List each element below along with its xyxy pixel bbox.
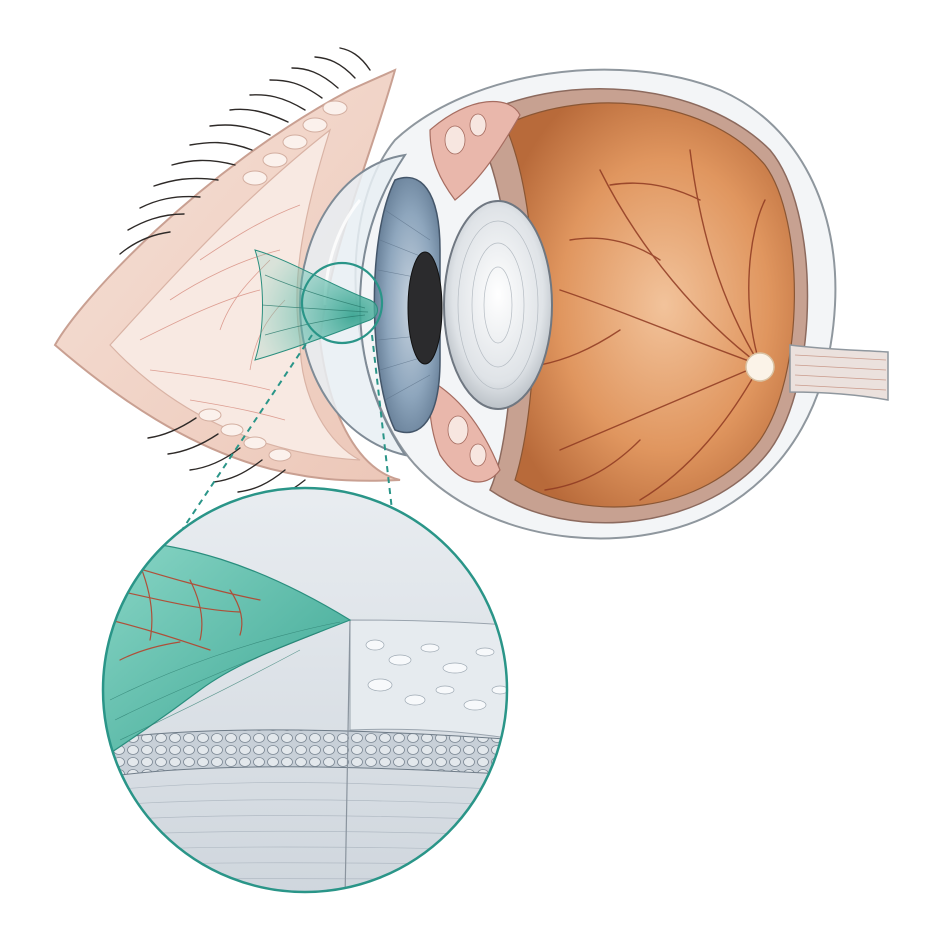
meibomian-glands-lower bbox=[198, 408, 292, 462]
inset-tissue-fibers bbox=[109, 621, 341, 741]
callout-focus-ring bbox=[300, 261, 384, 345]
inset-frame bbox=[101, 486, 509, 894]
optic-nerve bbox=[789, 344, 889, 401]
optic-disc bbox=[745, 352, 775, 382]
retinal-vessels bbox=[539, 149, 766, 501]
inset-limbus-line bbox=[344, 619, 351, 892]
eyelashes bbox=[119, 47, 371, 501]
inset-corneal-cells bbox=[365, 639, 507, 711]
lens bbox=[443, 200, 553, 410]
callout-leader-left bbox=[169, 334, 313, 549]
pterygium-vessels bbox=[261, 274, 369, 336]
meibomian-glands-upper bbox=[242, 100, 348, 186]
inset-magnified-view bbox=[101, 486, 509, 894]
inset-epithelium bbox=[103, 729, 507, 779]
pupil bbox=[407, 251, 443, 365]
callout-leader-right bbox=[371, 334, 393, 511]
ciliary-processes bbox=[444, 113, 487, 467]
callout-group bbox=[169, 261, 393, 549]
eyelid-group bbox=[53, 68, 401, 482]
pterygium bbox=[254, 249, 378, 361]
inset-fibrovascular-tissue bbox=[103, 539, 352, 762]
lens-rings bbox=[457, 220, 539, 390]
pterygium-group bbox=[254, 249, 378, 361]
eyeball-group bbox=[298, 68, 889, 540]
optic-nerve-fibers bbox=[794, 354, 887, 391]
